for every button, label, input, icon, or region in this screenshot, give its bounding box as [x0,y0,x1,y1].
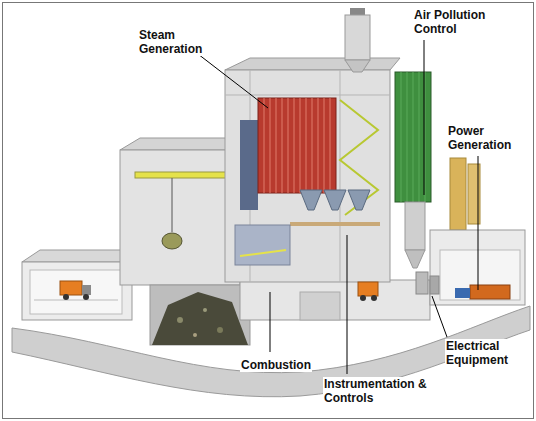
ash-truck [358,282,378,301]
label-anchor: Air Pollution Control [413,8,509,37]
boiler-building [225,58,400,282]
combustion-grate-part [240,250,286,256]
callout-label: Electrical Equipment [445,339,525,367]
boiler-building-part [340,70,341,282]
stairs [340,100,378,215]
callout-label: Instrumentation & Controls [323,377,433,405]
tipping-hall-part [162,233,182,249]
air-pollution-equipment-part [405,250,425,268]
ash-truck-part [371,295,377,301]
ash-hoppers-part [348,190,370,210]
air-pollution-equipment [395,72,431,268]
leader-lines-part [432,296,447,337]
lower-floor-part [300,292,340,320]
waste-pit [150,285,250,345]
ash-hoppers-part [324,190,346,210]
waste-truck-part [83,294,89,300]
combustion-grate [235,225,290,265]
air-pollution-equipment-part [401,72,425,202]
boiler-panels-part [258,98,336,193]
stack-part [345,15,370,60]
leader-lines-part [424,40,425,195]
annex-building-part [30,270,122,314]
combustion-grate-part [235,225,290,265]
power-equipment-part [450,158,466,230]
boiler-building-part [225,58,400,70]
tipping-hall-part [172,178,173,232]
label-anchor: Instrumentation & Controls [323,377,433,406]
waste-pit-part [152,292,248,345]
annex-building-part [34,300,118,301]
waste-truck [60,281,91,300]
callout-label: Air Pollution Control [413,8,509,36]
turbine-hall-part [455,288,470,298]
label-anchor: Combustion [240,355,330,373]
annex-building-part [22,262,132,320]
waste-pit-part [217,327,223,333]
callout-label: Power Generation [447,124,527,152]
stairs-part [340,100,378,215]
boiler-panels-part [264,98,330,193]
waste-truck-part [60,281,82,295]
ash-hoppers-part [300,190,322,210]
turbine-hall-part [470,285,510,299]
waste-pit-part [150,285,250,345]
frame-part [3,3,534,419]
callout-label: Combustion [240,358,312,372]
leader-lines [198,40,478,374]
electrical-cabinets-part [430,276,439,294]
leader-lines-part [478,156,479,290]
stack-part [345,60,370,72]
frame [3,3,534,419]
boiler-building-part [225,70,390,282]
lower-floor-part [240,280,430,320]
air-pollution-equipment-part [395,72,431,202]
callout-label: Steam Generation [138,28,212,56]
stack [345,8,370,72]
air-pollution-equipment-part [405,202,425,250]
lower-floor [240,280,430,320]
leader-lines-part [347,235,348,374]
waste-truck-part [82,285,91,295]
waste-pit-part [177,317,183,323]
waste-pit-part [193,333,197,337]
ash-hoppers [290,190,380,226]
waste-truck-part [63,294,69,300]
ash-truck-part [358,282,378,296]
waste-pit-part [203,308,207,312]
label-anchor: Steam Generation [138,28,212,57]
leader-lines-part [270,292,271,352]
ash-hoppers-part [290,222,380,226]
boiler-building-part [225,95,390,96]
ash-truck-part [360,295,366,301]
power-equipment [450,158,480,230]
electrical-cabinets [416,272,439,294]
label-anchor: Power Generation [447,124,527,153]
turbine-hall-part [440,250,520,300]
tipping-hall-part [120,150,240,285]
leader-lines-part [198,54,268,108]
label-anchor: Electrical Equipment [445,339,525,368]
electrical-cabinets-part [416,272,428,294]
boiler-panels [240,98,336,210]
boiler-panels-part [240,120,258,210]
